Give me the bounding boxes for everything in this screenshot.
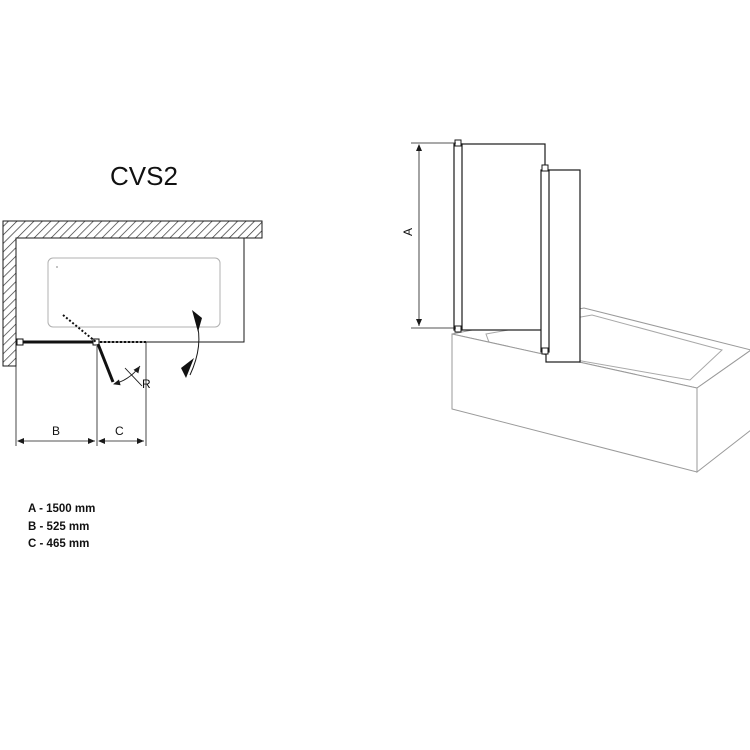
elevation-view: A [401, 139, 750, 474]
plan-swing-arc [113, 365, 141, 386]
elevation-swing-panel [545, 169, 581, 363]
plan-wall-hatched [2, 220, 263, 367]
plan-label-b: B [52, 424, 60, 438]
legend-item-c: C - 465 mm [28, 538, 90, 550]
elevation-bathtub-side [696, 350, 750, 474]
plan-radius-leader [124, 367, 143, 387]
plan-label-r: R [142, 377, 151, 391]
plan-label-c: C [115, 424, 124, 438]
legend-item-b: B - 525 mm [28, 520, 90, 533]
plan-bathtub-inner [47, 257, 221, 328]
plan-view: R B C [2, 220, 263, 446]
plan-swing-panel [96, 343, 115, 383]
elevation-fixed-panel [456, 143, 546, 331]
elevation-swing-profile [540, 169, 550, 353]
legend-item-a: A - 1500 mm [28, 503, 96, 515]
elevation-label-a: A [401, 228, 415, 236]
dimension-legend: A - 1500 mm B - 525 mm C - 465 mm [28, 501, 95, 554]
diagram-title: CVS2 [110, 161, 178, 191]
plan-swing-open-dotted [62, 314, 97, 343]
elevation-fixed-profile [453, 143, 463, 331]
